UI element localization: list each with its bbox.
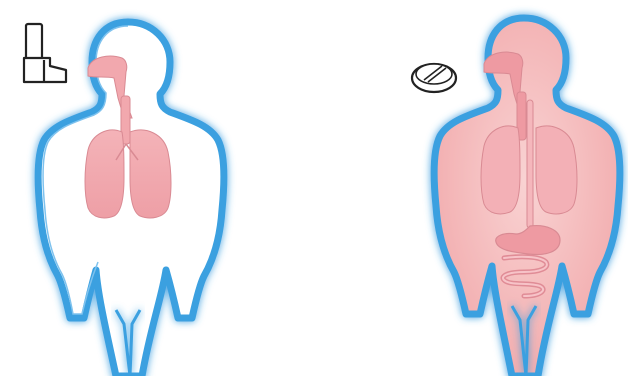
inhaler-icon [24,24,66,82]
pill-icon [412,64,456,92]
esophagus-right [527,100,533,228]
panel-oral [412,18,620,376]
lung-right-side-right [481,126,520,214]
lung-right-side-left [85,130,124,218]
panel-inhaled [24,22,224,376]
lung-left-side-left [130,130,171,218]
lung-left-side-right [536,126,577,214]
